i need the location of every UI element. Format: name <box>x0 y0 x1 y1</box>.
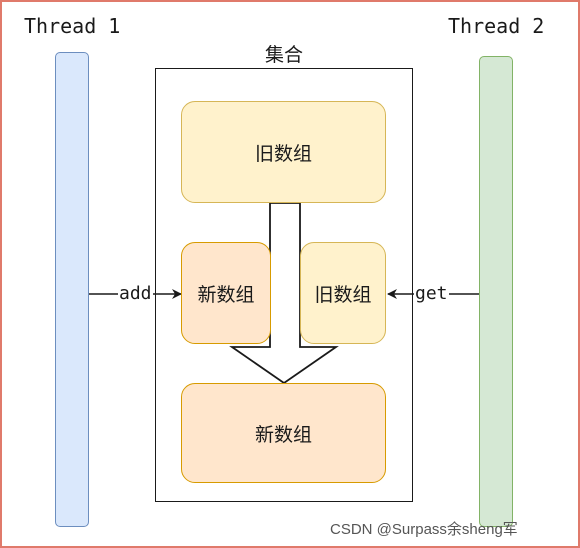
thread-1-lane <box>55 52 89 527</box>
thread-2-label: Thread 2 <box>448 14 545 38</box>
add-label: add <box>118 283 153 304</box>
copy-down-arrow <box>229 202 339 385</box>
old-array-top: 旧数组 <box>181 101 386 203</box>
collection-container <box>155 68 413 502</box>
new-array-middle: 新数组 <box>181 242 271 344</box>
thread-1-label: Thread 1 <box>24 14 121 38</box>
thread-2-lane <box>479 56 513 527</box>
new-array-bottom: 新数组 <box>181 383 386 483</box>
container-title: 集合 <box>264 44 303 66</box>
old-array-middle: 旧数组 <box>300 242 386 344</box>
get-label: get <box>414 283 449 304</box>
watermark: CSDN @Surpass余sheng军 <box>330 521 518 538</box>
